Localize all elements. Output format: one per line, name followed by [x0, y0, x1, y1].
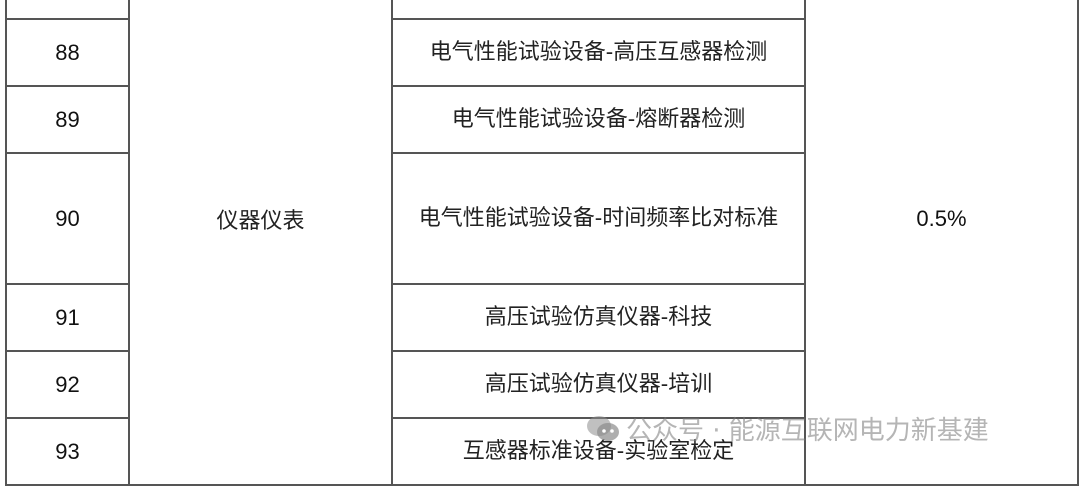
table-row: 仪器仪表 0.5%	[5, 0, 1079, 486]
item-cell: 电气性能试验设备-时间频率比对标准	[391, 152, 806, 285]
row-number-cell: 88	[5, 18, 130, 87]
row-number-cell: 92	[5, 350, 130, 419]
equipment-table-container: 仪器仪表 0.5% 88 电气性能试验设备-高压互感器检测 89 电气性能试验设…	[5, 0, 1079, 486]
equipment-rate-table: 仪器仪表 0.5% 88 电气性能试验设备-高压互感器检测 89 电气性能试验设…	[5, 0, 1079, 486]
row-number-cell: 93	[5, 417, 130, 486]
table-row: 88 电气性能试验设备-高压互感器检测	[5, 18, 1078, 87]
item-cell: 电气性能试验设备-熔断器检测	[391, 85, 806, 154]
row-number-cell: 90	[5, 152, 130, 285]
item-cell: 互感器标准设备-实验室检定	[391, 417, 806, 486]
item-cell: 高压试验仿真仪器-培训	[391, 350, 806, 419]
rate-cell: 0.5%	[804, 0, 1079, 486]
table-row: 90 电气性能试验设备-时间频率比对标准	[5, 152, 1078, 285]
item-cell	[391, 0, 806, 20]
row-number-cell: 91	[5, 283, 130, 352]
item-cell: 电气性能试验设备-高压互感器检测	[391, 18, 806, 87]
row-number-cell	[5, 0, 130, 20]
category-cell: 仪器仪表	[128, 0, 393, 486]
row-number-cell: 89	[5, 85, 130, 154]
table-row: 89 电气性能试验设备-熔断器检测	[5, 85, 1078, 154]
item-cell: 高压试验仿真仪器-科技	[391, 283, 806, 352]
table-row: 91 高压试验仿真仪器-科技	[5, 283, 1078, 352]
table-row: 92 高压试验仿真仪器-培训	[5, 350, 1078, 419]
